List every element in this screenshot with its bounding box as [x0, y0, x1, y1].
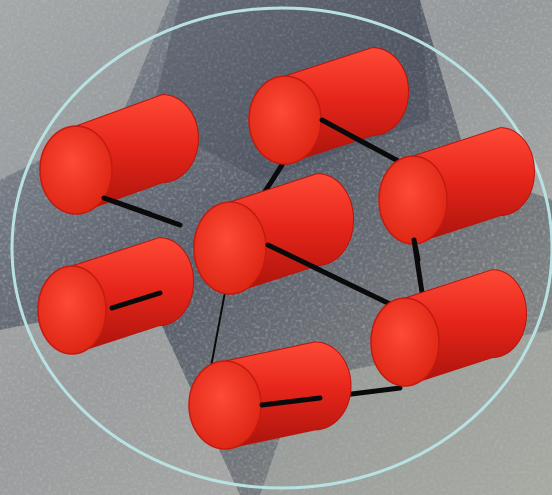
cylinder-cap: [38, 266, 106, 354]
cylinder-cap: [249, 76, 321, 164]
cylinder-cap: [371, 298, 439, 386]
cylinder-cap: [189, 361, 261, 449]
cylinder-cap: [194, 202, 266, 294]
cylinder-cap: [379, 156, 447, 244]
cylinder-cap: [40, 126, 112, 214]
